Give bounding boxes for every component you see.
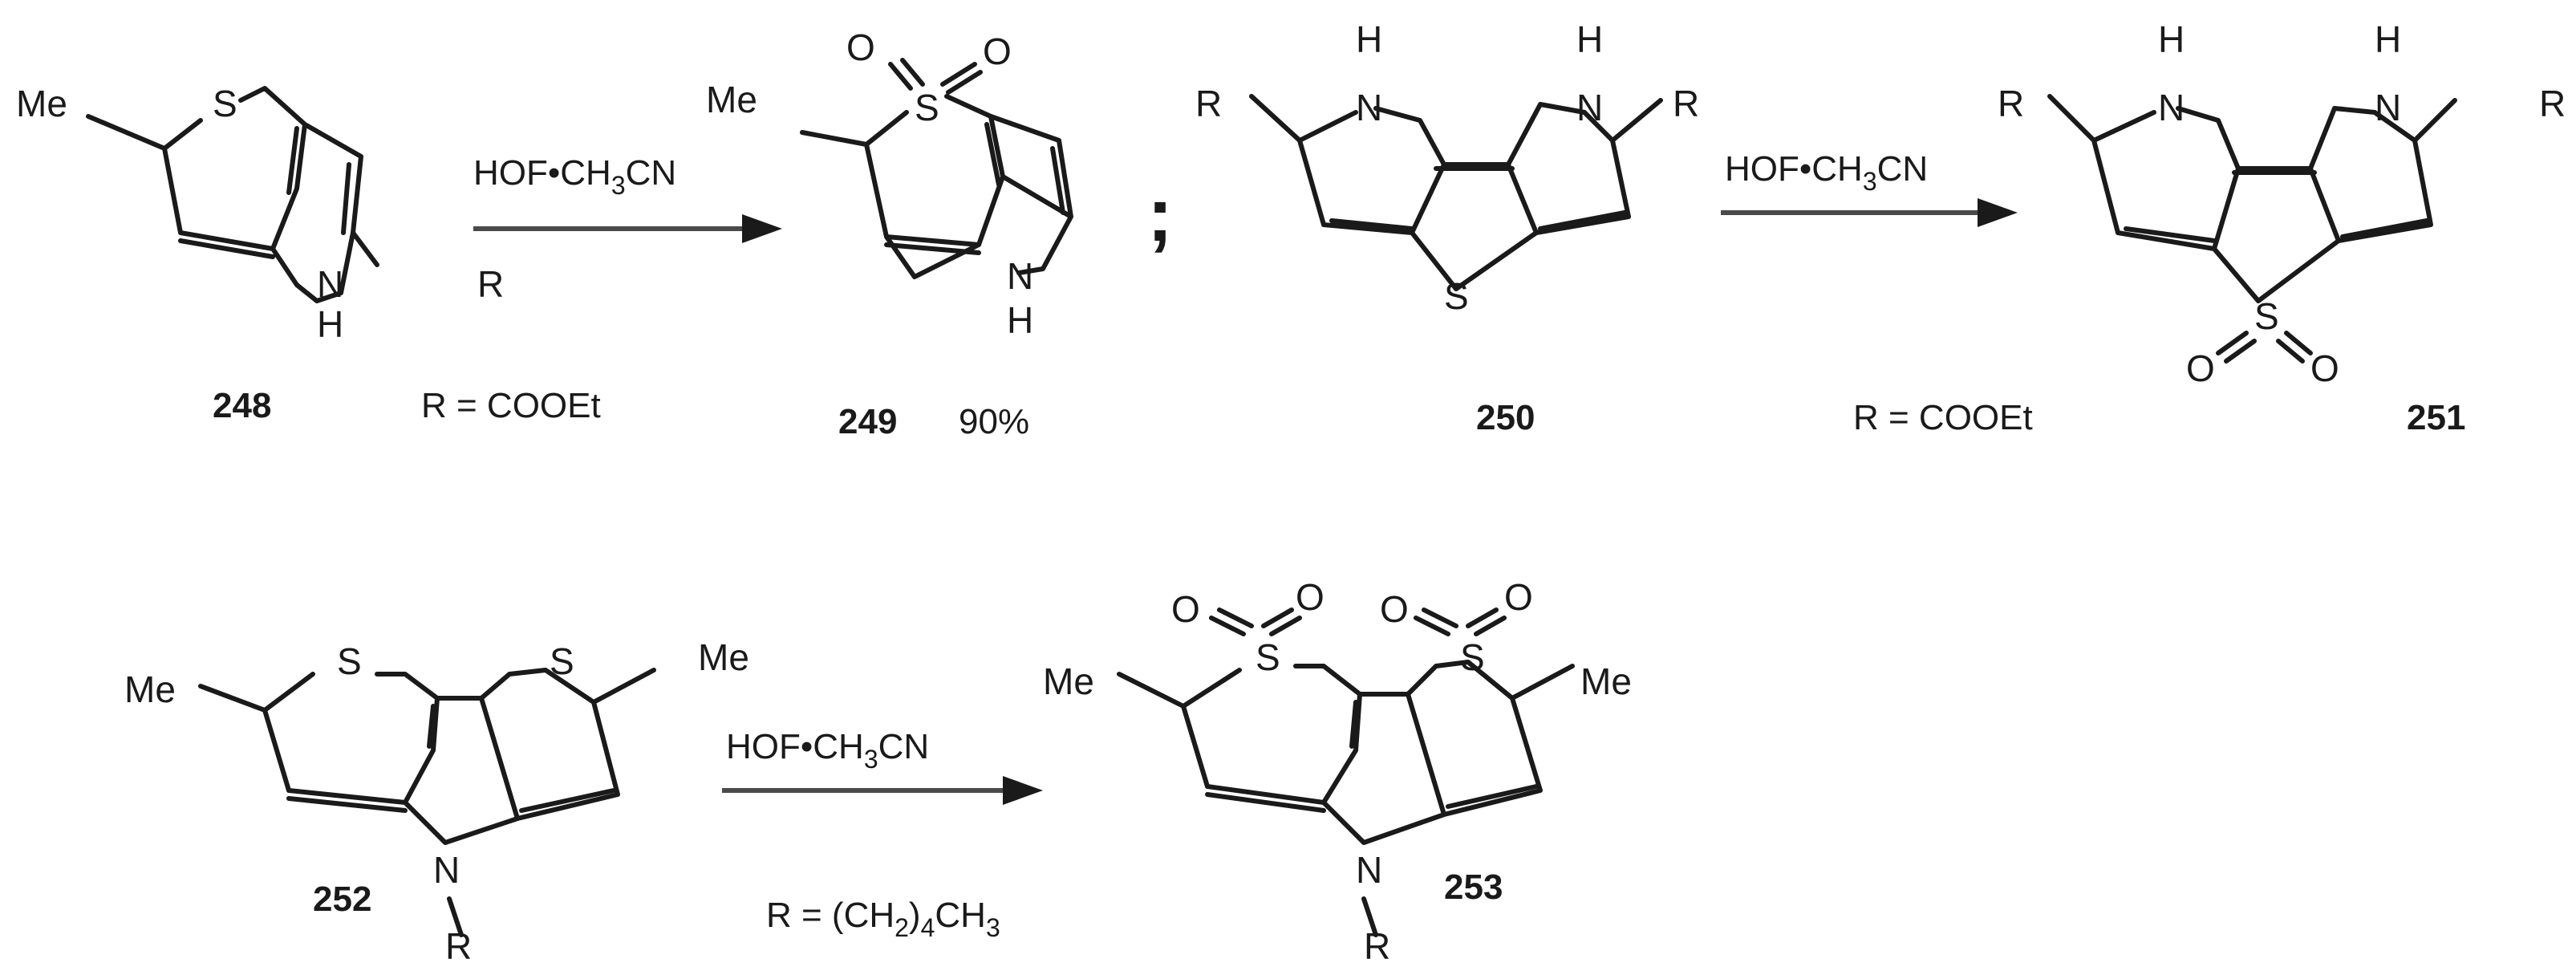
atom-me-249: Me bbox=[706, 79, 757, 120]
r-definition-248: R = COOEt bbox=[421, 386, 601, 425]
atom-r-left-250: R bbox=[1195, 83, 1222, 124]
atom-o1-249: O bbox=[846, 26, 875, 68]
atom-h-right-250: H bbox=[1576, 18, 1603, 60]
compound-250-structure bbox=[1249, 94, 1663, 291]
atom-h-248: H bbox=[317, 303, 343, 345]
atom-me-left-253: Me bbox=[1043, 660, 1094, 702]
compound-number-252: 252 bbox=[313, 880, 371, 919]
atom-s-right-253: S bbox=[1460, 636, 1485, 678]
atom-o2-251: O bbox=[2310, 347, 2339, 389]
atom-r-248: R bbox=[477, 263, 504, 305]
atom-s-left-253: S bbox=[1256, 636, 1280, 678]
atom-n-right-251: N bbox=[2375, 87, 2401, 128]
compound-251-structure bbox=[2047, 94, 2457, 364]
r-definition-251: R = COOEt bbox=[1853, 398, 2033, 437]
atom-r-253: R bbox=[1364, 925, 1390, 967]
atom-me-right-252: Me bbox=[698, 636, 749, 678]
compound-253-structure bbox=[1117, 607, 1575, 937]
atom-h-right-251: H bbox=[2375, 18, 2401, 60]
reagent-label-1: HOF•CH3CN bbox=[473, 153, 676, 200]
yield-249: 90% bbox=[959, 402, 1029, 441]
atom-r-left-251: R bbox=[1998, 83, 2024, 124]
compound-248-structure bbox=[86, 86, 379, 303]
atom-h-left-250: H bbox=[1356, 18, 1382, 60]
compound-number-249: 249 bbox=[838, 402, 897, 441]
compound-249-structure bbox=[800, 58, 1073, 279]
atom-me-248: Me bbox=[16, 83, 67, 124]
atom-s-250: S bbox=[1444, 275, 1469, 317]
reagent-label-2: HOF•CH3CN bbox=[1725, 149, 1928, 196]
atom-me-left-252: Me bbox=[124, 668, 176, 710]
atom-n-249: N bbox=[1007, 255, 1033, 297]
atom-s-248: S bbox=[213, 83, 237, 124]
atom-h-249: H bbox=[1007, 299, 1033, 341]
atom-o1-251: O bbox=[2186, 347, 2215, 389]
atom-n-253: N bbox=[1356, 849, 1382, 891]
scheme-separator: ; bbox=[1147, 172, 1173, 258]
reaction-arrow-2-head bbox=[1978, 198, 2018, 227]
atom-me-right-253: Me bbox=[1580, 660, 1632, 702]
atom-o3-253: O bbox=[1380, 588, 1409, 630]
compound-number-251: 251 bbox=[2407, 398, 2465, 437]
reagent-label-3: HOF•CH3CN bbox=[726, 727, 929, 774]
atom-n-right-250: N bbox=[1576, 87, 1603, 128]
compound-number-250: 250 bbox=[1476, 398, 1535, 437]
atom-s-left-252: S bbox=[337, 640, 362, 682]
atom-h-left-251: H bbox=[2158, 18, 2185, 60]
atom-n-248: N bbox=[317, 263, 343, 305]
atom-s-251: S bbox=[2254, 295, 2279, 337]
atom-r-right-250: R bbox=[1673, 83, 1699, 124]
atom-n-252: N bbox=[433, 849, 460, 891]
compound-number-253: 253 bbox=[1444, 867, 1503, 907]
r-definition-253: R = (CH2)4CH3 bbox=[766, 896, 1000, 942]
atom-o2-249: O bbox=[983, 30, 1012, 72]
atom-o4-253: O bbox=[1504, 576, 1533, 618]
compound-number-248: 248 bbox=[213, 386, 271, 425]
atom-o1-253: O bbox=[1171, 588, 1200, 630]
atom-n-left-251: N bbox=[2158, 87, 2185, 128]
compound-252-structure bbox=[198, 668, 656, 937]
atom-r-252: R bbox=[445, 925, 472, 967]
atom-o2-253: O bbox=[1296, 576, 1325, 618]
atom-n-left-250: N bbox=[1356, 87, 1382, 128]
atom-s-249: S bbox=[915, 87, 939, 128]
atom-r-right-251: R bbox=[2539, 83, 2566, 124]
reaction-arrow-3-head bbox=[1003, 776, 1043, 805]
reaction-arrow-1-head bbox=[742, 214, 782, 243]
atom-s-right-252: S bbox=[550, 640, 574, 682]
